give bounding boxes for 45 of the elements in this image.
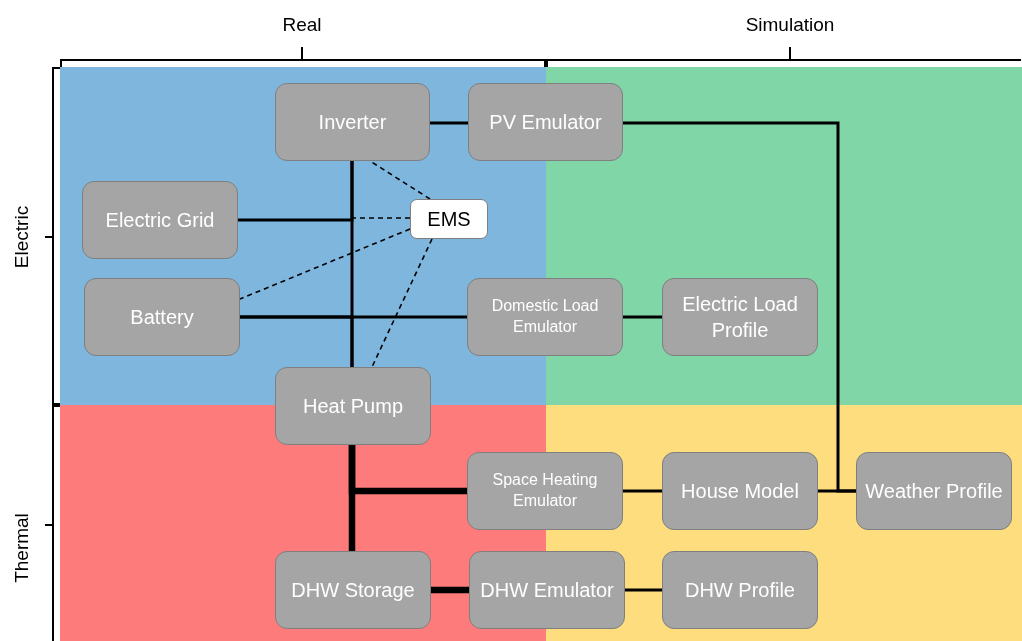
component-box [469, 551, 625, 629]
component-box [467, 278, 623, 356]
box-label: Battery [130, 305, 194, 330]
component-box [467, 452, 623, 530]
box-label: PV Emulator [489, 110, 602, 135]
connection-line [818, 489, 856, 493]
connection-line [625, 588, 662, 592]
box-label: Electric Load Profile [681, 292, 799, 343]
component-box [82, 181, 238, 259]
box-label: DHW Storage [291, 578, 415, 603]
control-link [371, 238, 433, 368]
component-box [468, 83, 623, 161]
box-label: Weather Profile [865, 479, 1003, 504]
connection-line [240, 315, 354, 367]
component-box [275, 83, 430, 161]
connection-line [348, 445, 467, 495]
control-link [369, 160, 431, 200]
box-label: Space Heating Emulator [491, 470, 599, 511]
box-label: DHW Emulator [480, 578, 614, 603]
axis-label: Thermal [11, 513, 33, 583]
box-label: House Model [681, 479, 799, 504]
connection-line [623, 315, 662, 319]
box-label: Inverter [318, 110, 387, 135]
controller-box [410, 199, 488, 239]
connection-line [623, 489, 662, 493]
box-label: DHW Profile [685, 578, 795, 603]
axis-label: Real [282, 14, 322, 36]
connection-line [238, 161, 354, 222]
component-box [662, 278, 818, 356]
box-label: Electric Grid [105, 208, 215, 233]
component-box [84, 278, 240, 356]
box-label: EMS [427, 207, 471, 232]
control-link [351, 217, 411, 219]
component-box [856, 452, 1012, 530]
connection-line [430, 121, 468, 125]
axis-label: Electric [11, 205, 33, 269]
component-box [275, 551, 431, 629]
box-label: Heat Pump [302, 394, 404, 419]
connection-line [431, 586, 469, 594]
component-box [662, 452, 818, 530]
axis-label: Simulation [745, 14, 835, 36]
control-link [239, 228, 411, 300]
component-box [662, 551, 818, 629]
component-box [275, 367, 431, 445]
box-label: Domestic Load Emulator [490, 296, 600, 337]
